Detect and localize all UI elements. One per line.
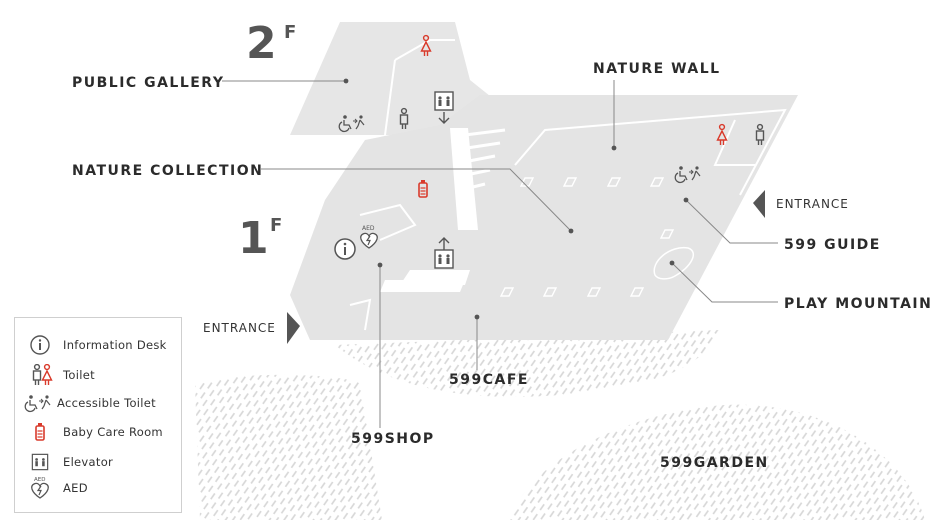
floor-1f-suffix: F <box>270 215 282 236</box>
play-mountain-shape <box>653 247 694 280</box>
area-dots <box>343 78 689 320</box>
elevator-icon-2f[interactable] <box>434 91 454 111</box>
legend-item-baby-care: Baby Care Room <box>29 421 163 443</box>
label-nature-collection[interactable]: NATURE COLLECTION <box>72 163 263 179</box>
floor-1f-number: 1 <box>238 213 269 264</box>
floor-1f-wall-shop <box>349 298 372 331</box>
floor-1f-wall-left <box>359 203 417 241</box>
label-599-guide[interactable]: 599 GUIDE <box>784 237 881 253</box>
svg-text:AED: AED <box>34 477 45 483</box>
corridor-gap-bottom <box>380 280 465 292</box>
window-outlines <box>499 177 675 297</box>
floor-2f-wall-2 <box>384 59 396 136</box>
information-icon-1f[interactable] <box>334 238 356 260</box>
legend-label: Toilet <box>63 368 95 382</box>
legend-item-aed: AED AED <box>29 477 88 499</box>
aed-icon-label: AED <box>362 225 375 232</box>
legend-label: Baby Care Room <box>63 425 163 439</box>
floor-1f-wall-corner <box>713 119 755 166</box>
label-play-mountain[interactable]: PLAY MOUNTAIN <box>784 296 932 312</box>
information-icon <box>29 334 59 356</box>
map-legend: Information Desk Toilet Accessible Toile… <box>14 317 182 513</box>
accessible-toilet-icon <box>23 392 53 414</box>
label-599-garden[interactable]: 599GARDEN <box>660 455 769 471</box>
label-public-gallery[interactable]: PUBLIC GALLERY <box>72 75 224 91</box>
legend-label: Accessible Toilet <box>57 396 156 410</box>
floor-1f-wall-nature <box>514 108 787 196</box>
corridor-strip <box>450 128 478 230</box>
label-nature-wall[interactable]: NATURE WALL <box>593 61 721 77</box>
legend-item-accessible-toilet: Accessible Toilet <box>23 392 156 414</box>
legend-item-information: Information Desk <box>29 334 167 356</box>
leader-lines <box>222 80 778 428</box>
elevator-icon-1f[interactable] <box>434 249 454 269</box>
legend-label: AED <box>63 481 88 495</box>
legend-item-elevator: Elevator <box>29 451 113 473</box>
elevator-up-arrow-icon <box>438 237 450 250</box>
elevator-icon <box>29 451 59 473</box>
label-entrance-left[interactable]: ENTRANCE <box>203 321 276 335</box>
baby-care-icon <box>29 421 59 443</box>
legend-label: Information Desk <box>63 338 167 352</box>
outdoor-area-garden <box>510 404 925 520</box>
floor-2f-number: 2 <box>246 18 277 69</box>
floor-2f-wall-1 <box>394 39 455 61</box>
outdoor-area-cafe <box>335 330 720 397</box>
label-599-cafe[interactable]: 599CAFE <box>449 372 529 388</box>
aed-icon: AED <box>29 477 59 499</box>
entrance-right-arrow[interactable] <box>753 190 765 218</box>
toilet-icon <box>29 364 59 386</box>
legend-label: Elevator <box>63 455 114 469</box>
legend-item-toilet: Toilet <box>29 364 95 386</box>
label-entrance-right[interactable]: ENTRANCE <box>776 197 849 211</box>
stair-lines <box>464 128 506 189</box>
entrance-left-arrow[interactable] <box>287 312 300 344</box>
elevator-down-arrow-icon <box>438 112 450 124</box>
floor-2f-suffix: F <box>284 22 296 43</box>
outdoor-area-left <box>195 374 382 520</box>
label-599-shop[interactable]: 599SHOP <box>351 431 435 447</box>
